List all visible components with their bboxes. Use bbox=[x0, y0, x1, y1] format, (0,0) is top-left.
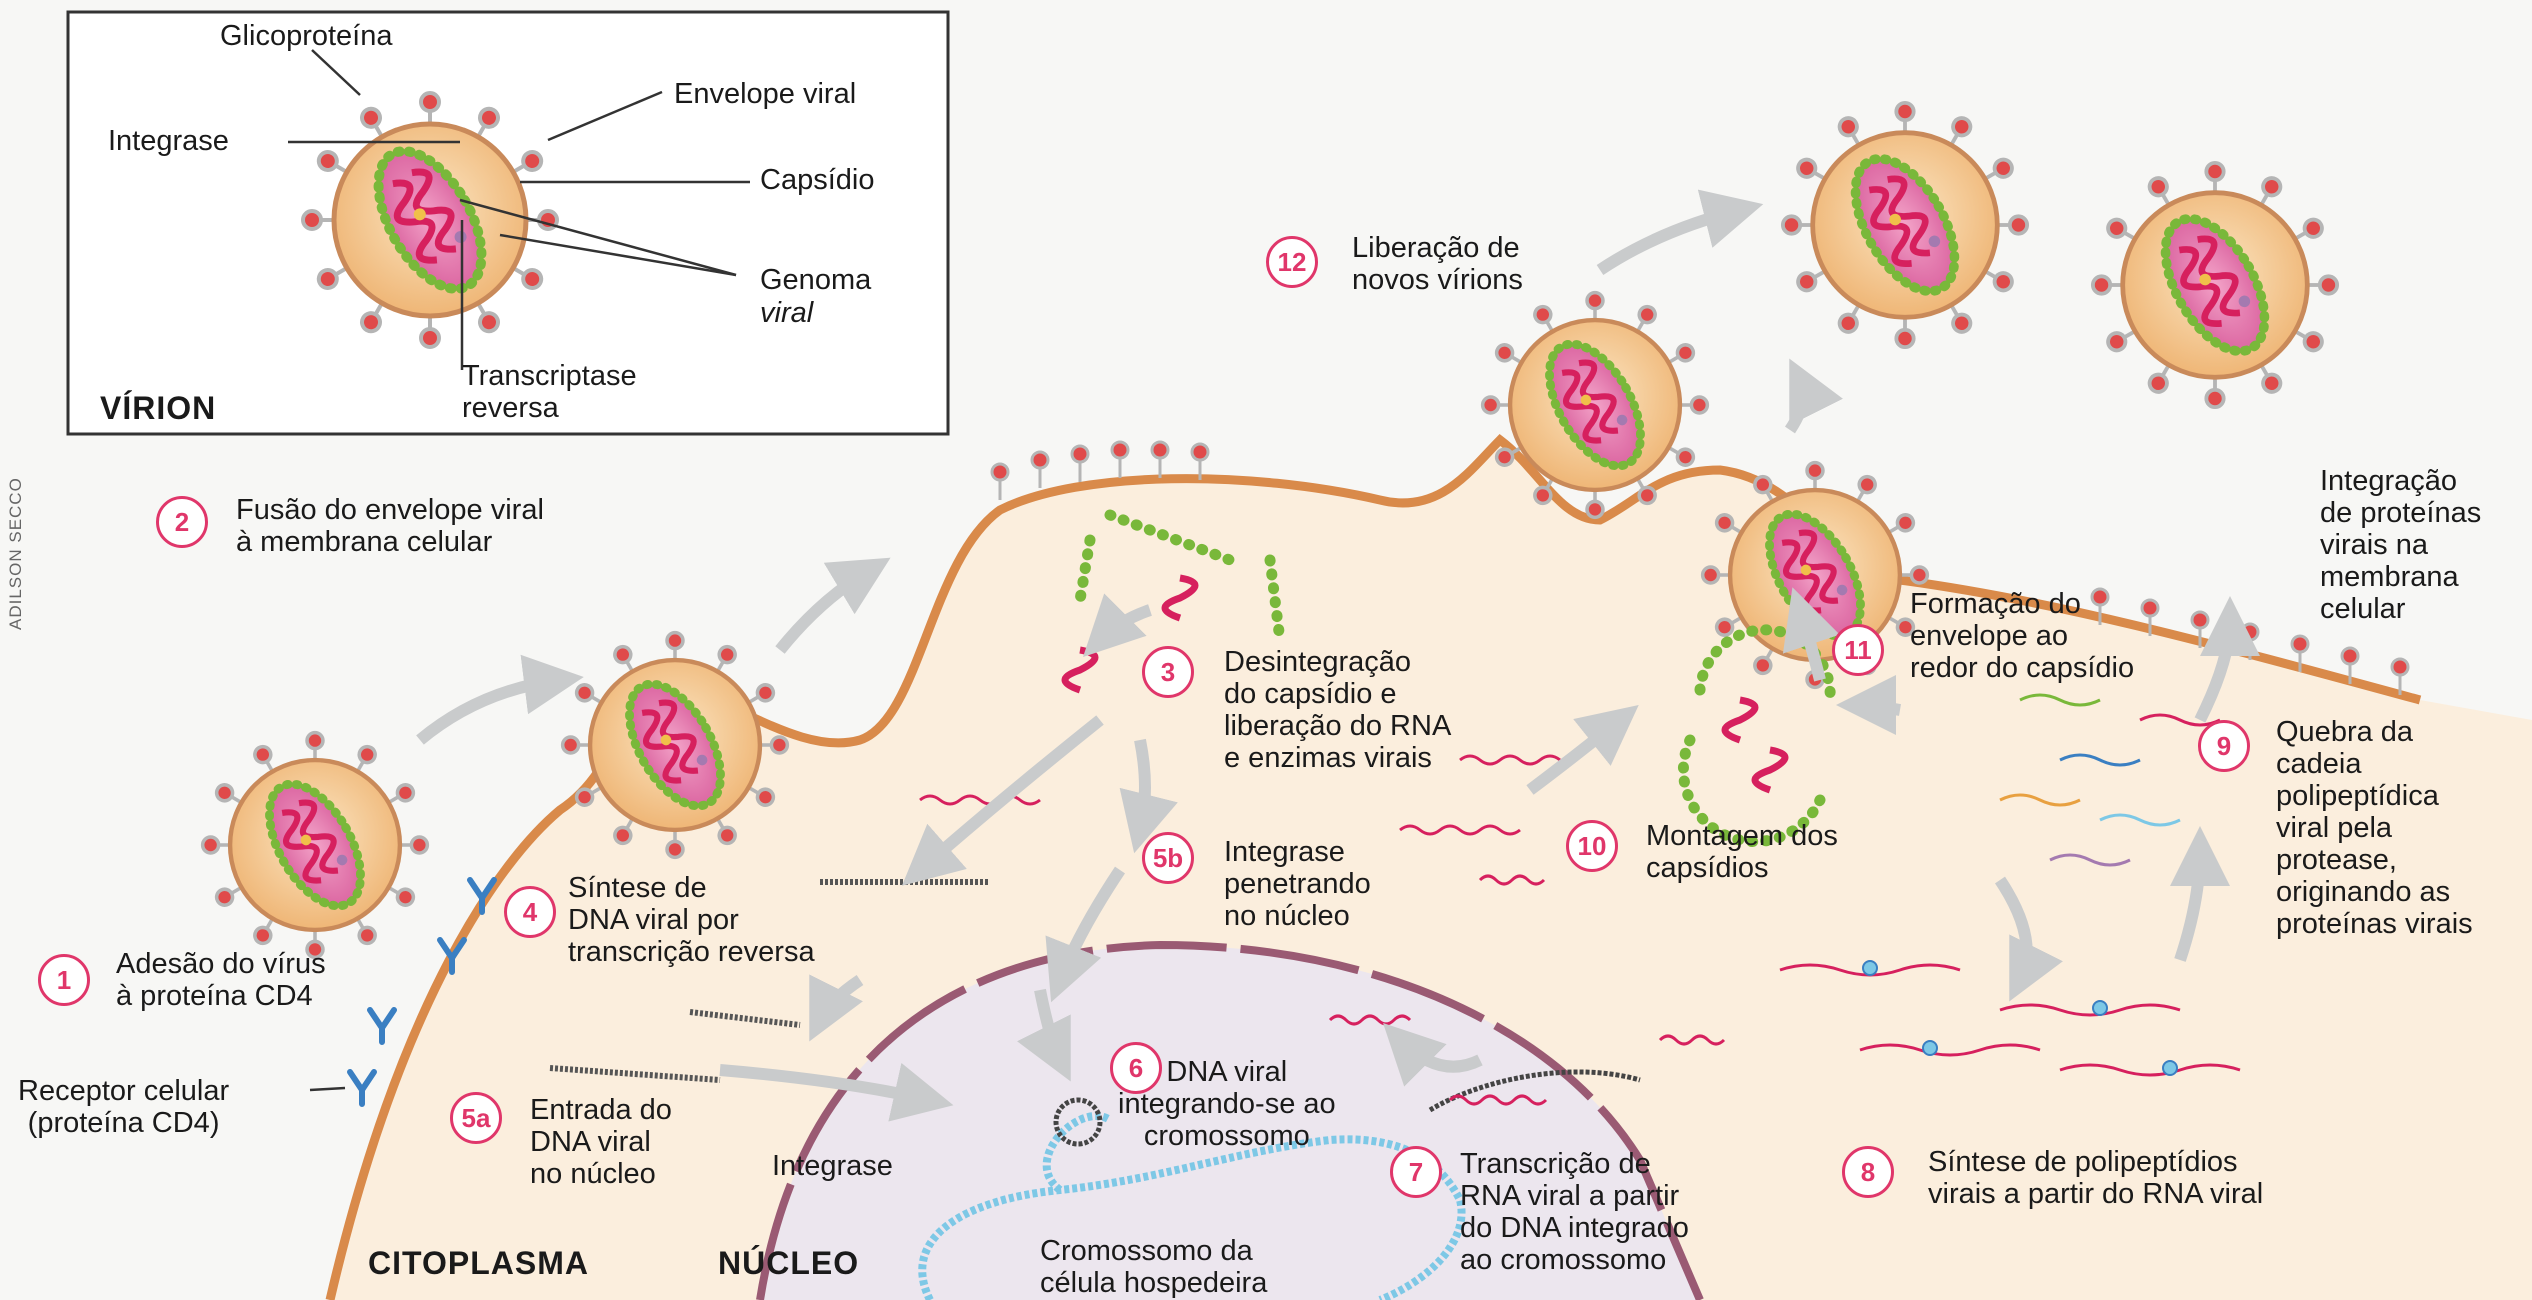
step-5a-text: Entrada do DNA viral no núcleo bbox=[530, 1094, 672, 1190]
nucleus-label: NÚCLEO bbox=[718, 1248, 859, 1279]
step-8-text: Síntese de polipeptídios virais a partir… bbox=[1928, 1146, 2263, 1210]
step-2-badge: 2 bbox=[156, 496, 208, 548]
step-12-badge: 12 bbox=[1266, 236, 1318, 288]
virion-released-1 bbox=[1783, 103, 2027, 347]
step-4-text: Síntese de DNA viral por transcrição rev… bbox=[568, 872, 815, 968]
step-7-badge: 7 bbox=[1390, 1146, 1442, 1198]
step-5a-badge: 5a bbox=[450, 1092, 502, 1144]
step-8-badge: 8 bbox=[1842, 1146, 1894, 1198]
step-1-text: Adesão do vírus à proteína CD4 bbox=[116, 948, 326, 1012]
receptor-leader bbox=[310, 1088, 345, 1090]
integrase-label: Integrase bbox=[108, 125, 229, 157]
step-10-text: Montagem dos capsídios bbox=[1646, 820, 1838, 884]
step-3-badge: 3 bbox=[1142, 646, 1194, 698]
step-12-text: Liberação de novos vírions bbox=[1352, 232, 1523, 296]
virion-title: VÍRION bbox=[100, 392, 216, 424]
step-3-text: Desintegração do capsídio e liberação do… bbox=[1224, 646, 1451, 774]
cytoplasm-label: CITOPLASMA bbox=[368, 1248, 589, 1279]
credit: ADILSON SECCO bbox=[6, 477, 26, 630]
step-7-text: Transcrição de RNA viral a partir do DNA… bbox=[1460, 1148, 1689, 1276]
step-1-badge: 1 bbox=[38, 954, 90, 1006]
glycoprotein-label: Glicoproteína bbox=[220, 20, 393, 52]
step-6-text: DNA viral integrando-se ao cromossomo bbox=[1118, 1056, 1336, 1152]
capsid-label: Capsídio bbox=[760, 164, 874, 196]
chromosome-label: Cromossomo da célula hospedeira bbox=[1040, 1235, 1267, 1299]
reverse-transcriptase-label: Transcriptase reversa bbox=[462, 360, 637, 424]
integration-membrane-label: Integração de proteínas virais na membra… bbox=[2320, 465, 2481, 625]
genome-label-1: Genoma bbox=[760, 264, 871, 296]
envelope-label: Envelope viral bbox=[674, 78, 856, 110]
step-11-badge: 11 bbox=[1832, 624, 1884, 676]
virion-attaching bbox=[203, 733, 428, 958]
step-9-badge: 9 bbox=[2198, 720, 2250, 772]
step-11-text: Formação do envelope ao redor do capsídi… bbox=[1910, 588, 2134, 684]
genome-label-2: viral bbox=[760, 297, 813, 329]
step-5b-badge: 5b bbox=[1142, 832, 1194, 884]
virion-released-2 bbox=[2093, 163, 2337, 407]
step-10-badge: 10 bbox=[1566, 820, 1618, 872]
step-5b-text: Integrase penetrando no núcleo bbox=[1224, 836, 1371, 932]
step-9-text: Quebra da cadeia polipeptídica viral pel… bbox=[2276, 716, 2473, 940]
receptor-label: Receptor celular (proteína CD4) bbox=[18, 1075, 229, 1139]
step-4-badge: 4 bbox=[504, 886, 556, 938]
step-2-text: Fusão do envelope viral à membrana celul… bbox=[236, 494, 544, 558]
integrase-nucleus-label: Integrase bbox=[772, 1150, 893, 1182]
